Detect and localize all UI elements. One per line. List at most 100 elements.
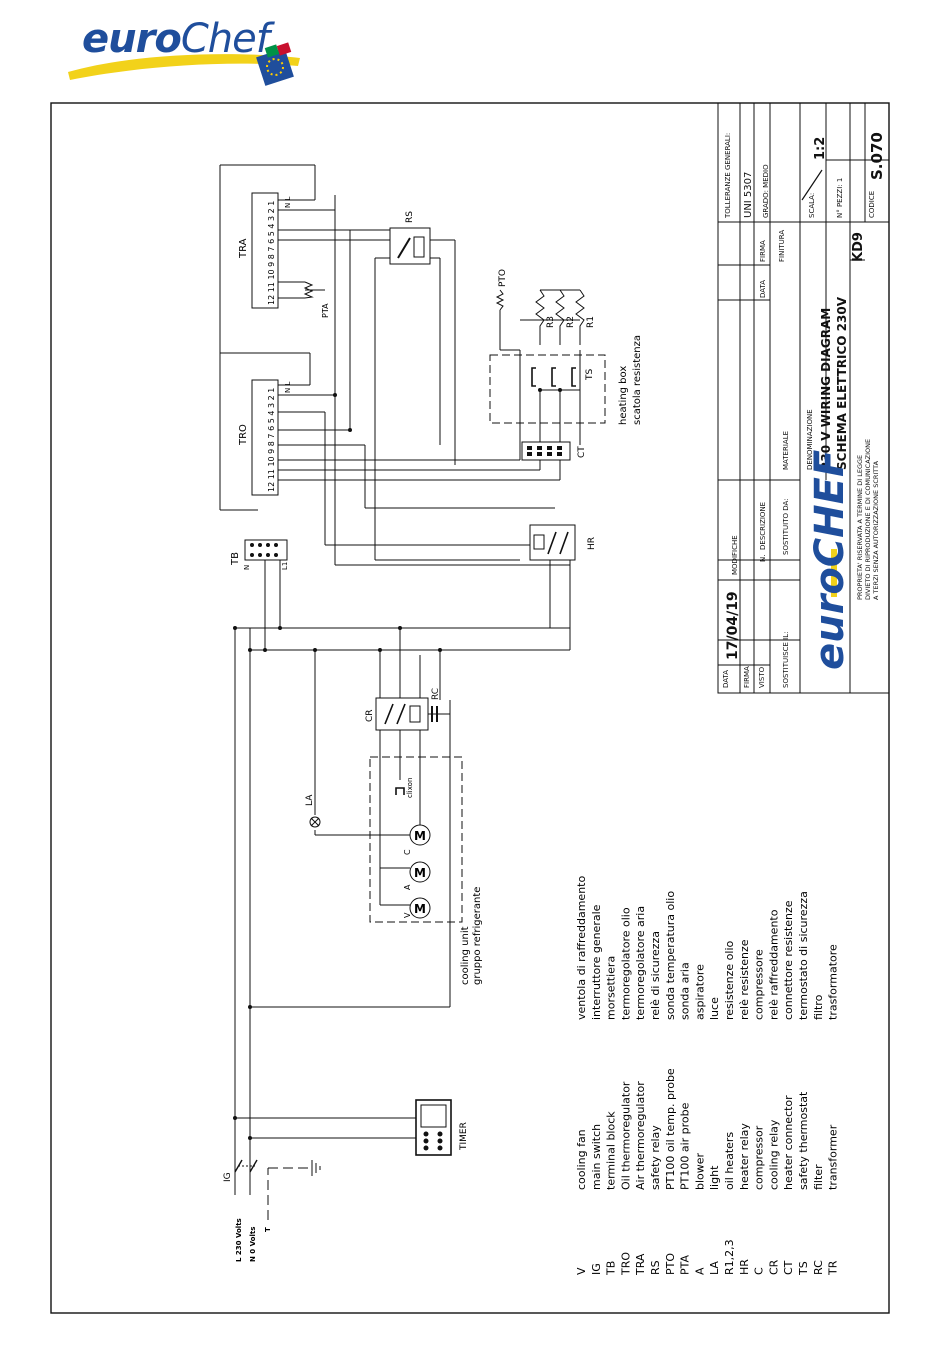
legend-it: relè raffreddamento: [767, 909, 780, 1020]
r2-label: R2: [566, 316, 576, 328]
legend-code: TB: [605, 1261, 618, 1276]
pto-label: PTO: [498, 269, 508, 287]
tb-code: S.070: [868, 132, 886, 180]
tb-n-term: N: [243, 565, 251, 570]
tro-label: TRO: [238, 424, 249, 446]
cooling-unit-label: cooling unit: [460, 926, 471, 985]
legend-it: interruttore generale: [590, 904, 603, 1020]
dashed-enclosures: [369, 354, 606, 923]
eu-flag-icon: [256, 42, 294, 86]
legend-en: safety thermostat: [797, 1091, 810, 1190]
legend-en: transformer: [827, 1124, 840, 1190]
legend-code: R1,2,3: [723, 1239, 736, 1275]
legend-code: IG: [590, 1263, 603, 1275]
legend-en: blower: [693, 1152, 706, 1190]
legend-it: termoregolatore olio: [619, 907, 632, 1020]
rs-safety-relay: RS: [389, 211, 431, 265]
tb-modifiche-label: MODIFICHE: [731, 535, 739, 575]
legend-it: filtro: [812, 994, 825, 1020]
junctions: [233, 388, 562, 1140]
gruppo-label: gruppo refrigerante: [472, 887, 483, 985]
cr-cooling-relay: CR: [365, 697, 429, 731]
legend-it: sonda aria: [679, 962, 692, 1020]
ig-main-switch: [234, 1159, 258, 1173]
tb-terminal-block: TB N L1: [230, 539, 289, 570]
rs-label: RS: [405, 211, 415, 223]
fan-motor-icon: [409, 897, 431, 919]
tb-data-col-label: DATA: [759, 280, 767, 298]
tb-rights1: PROPRIETA' RISERVATA A TERMINE DI LEGGE: [856, 455, 864, 600]
motor-v-glyph: M: [414, 902, 426, 916]
legend-en: compressor: [753, 1125, 766, 1190]
motor-c-glyph: M: [414, 829, 426, 843]
tb-rights2: DIVIETO DI RIPRODUZIONE E DI COMUNICAZIO…: [864, 439, 872, 600]
supply-t-label: T: [264, 1227, 272, 1232]
cr-label: CR: [365, 709, 375, 722]
tb-descrizione-label: DESCRIZIONE: [759, 502, 767, 550]
legend-it: relè di sicurezza: [649, 931, 662, 1020]
legend-en: PT100 oil temp. probe: [664, 1068, 677, 1190]
tra-label: TRA: [238, 238, 249, 259]
tra-terminals: 12 11 10 9 8 7 6 5 4 3 2 1: [267, 201, 276, 305]
motor-a-label: A: [403, 884, 412, 890]
heating-box-enclosure: [489, 354, 606, 424]
legend-en: main switch: [590, 1124, 603, 1190]
logo-swoosh: [68, 42, 300, 86]
legend-en: Air thermoregulator: [634, 1081, 647, 1190]
tb-denominazione-label: DENOMINAZIONE: [806, 409, 814, 470]
tb-data-label: DATA: [722, 670, 730, 688]
supply-n-label: N 0 Volts: [249, 1227, 257, 1262]
legend-en: filter: [812, 1164, 825, 1190]
legend-en: terminal block: [605, 1111, 618, 1190]
legend-en: safety relay: [649, 1125, 662, 1190]
tra-nl: N L: [284, 197, 292, 208]
legend-code: TRO: [619, 1252, 632, 1276]
legend-code: HR: [738, 1259, 751, 1275]
timer-device: [415, 1099, 452, 1156]
legend-code: LA: [708, 1261, 721, 1275]
legend-en: PT100 air probe: [679, 1102, 692, 1190]
timer-label: TIMER: [459, 1122, 469, 1151]
legend-code: PTA: [679, 1255, 692, 1275]
legend-it: luce: [708, 997, 721, 1020]
klixon-label: clixon: [406, 778, 414, 798]
ts-label: TS: [585, 369, 595, 381]
title-block: [717, 102, 890, 694]
tb-n-label: N.: [759, 555, 767, 562]
la-light-icon: [309, 816, 321, 828]
tb-brand-logo: euroCHEF: [807, 450, 853, 670]
legend-it: morsettiera: [605, 956, 618, 1020]
legend-it: connettore resistenze: [782, 900, 795, 1020]
klixon-icon: [395, 787, 405, 795]
legend-it: compressore: [753, 949, 766, 1020]
motor-c-label: C: [403, 849, 412, 855]
legend-it: termostato di sicurezza: [797, 891, 810, 1020]
blower-motor-icon: [409, 861, 431, 883]
tb-uni: UNI 5307: [743, 172, 754, 218]
pta-probe: [278, 281, 325, 299]
cooling-unit-enclosure: [369, 756, 463, 923]
tro-nl: N L: [284, 382, 292, 393]
r3-label: R3: [546, 316, 556, 328]
legend-en: cooling fan: [575, 1129, 588, 1190]
legend-it: termoregolatore aria: [634, 906, 647, 1020]
legend-code: C: [753, 1267, 766, 1275]
legend-it: resistenze olio: [723, 941, 736, 1020]
la-label: LA: [305, 794, 315, 806]
legend-en: heater relay: [738, 1123, 751, 1190]
tb-scala-label: SCALA:: [808, 193, 816, 218]
rc-label: RC: [431, 688, 441, 700]
legend-it: ventola di raffreddamento: [575, 876, 588, 1020]
tb-title2: SCHEMA ELETTRICO 230V: [835, 296, 849, 470]
tb-materiale-label: MATERIALE: [782, 431, 790, 470]
logo-wordmark: euroChef: [82, 16, 270, 62]
earth-ground-icon: [267, 1160, 321, 1220]
tb-codice-label: CODICE: [868, 191, 876, 218]
r1-label: R1: [586, 316, 596, 328]
tb-label: TB: [230, 552, 241, 566]
legend-en: cooling relay: [767, 1119, 780, 1190]
tb-scala-value: 1:2: [813, 137, 828, 160]
ct-connector: CT: [521, 441, 587, 461]
